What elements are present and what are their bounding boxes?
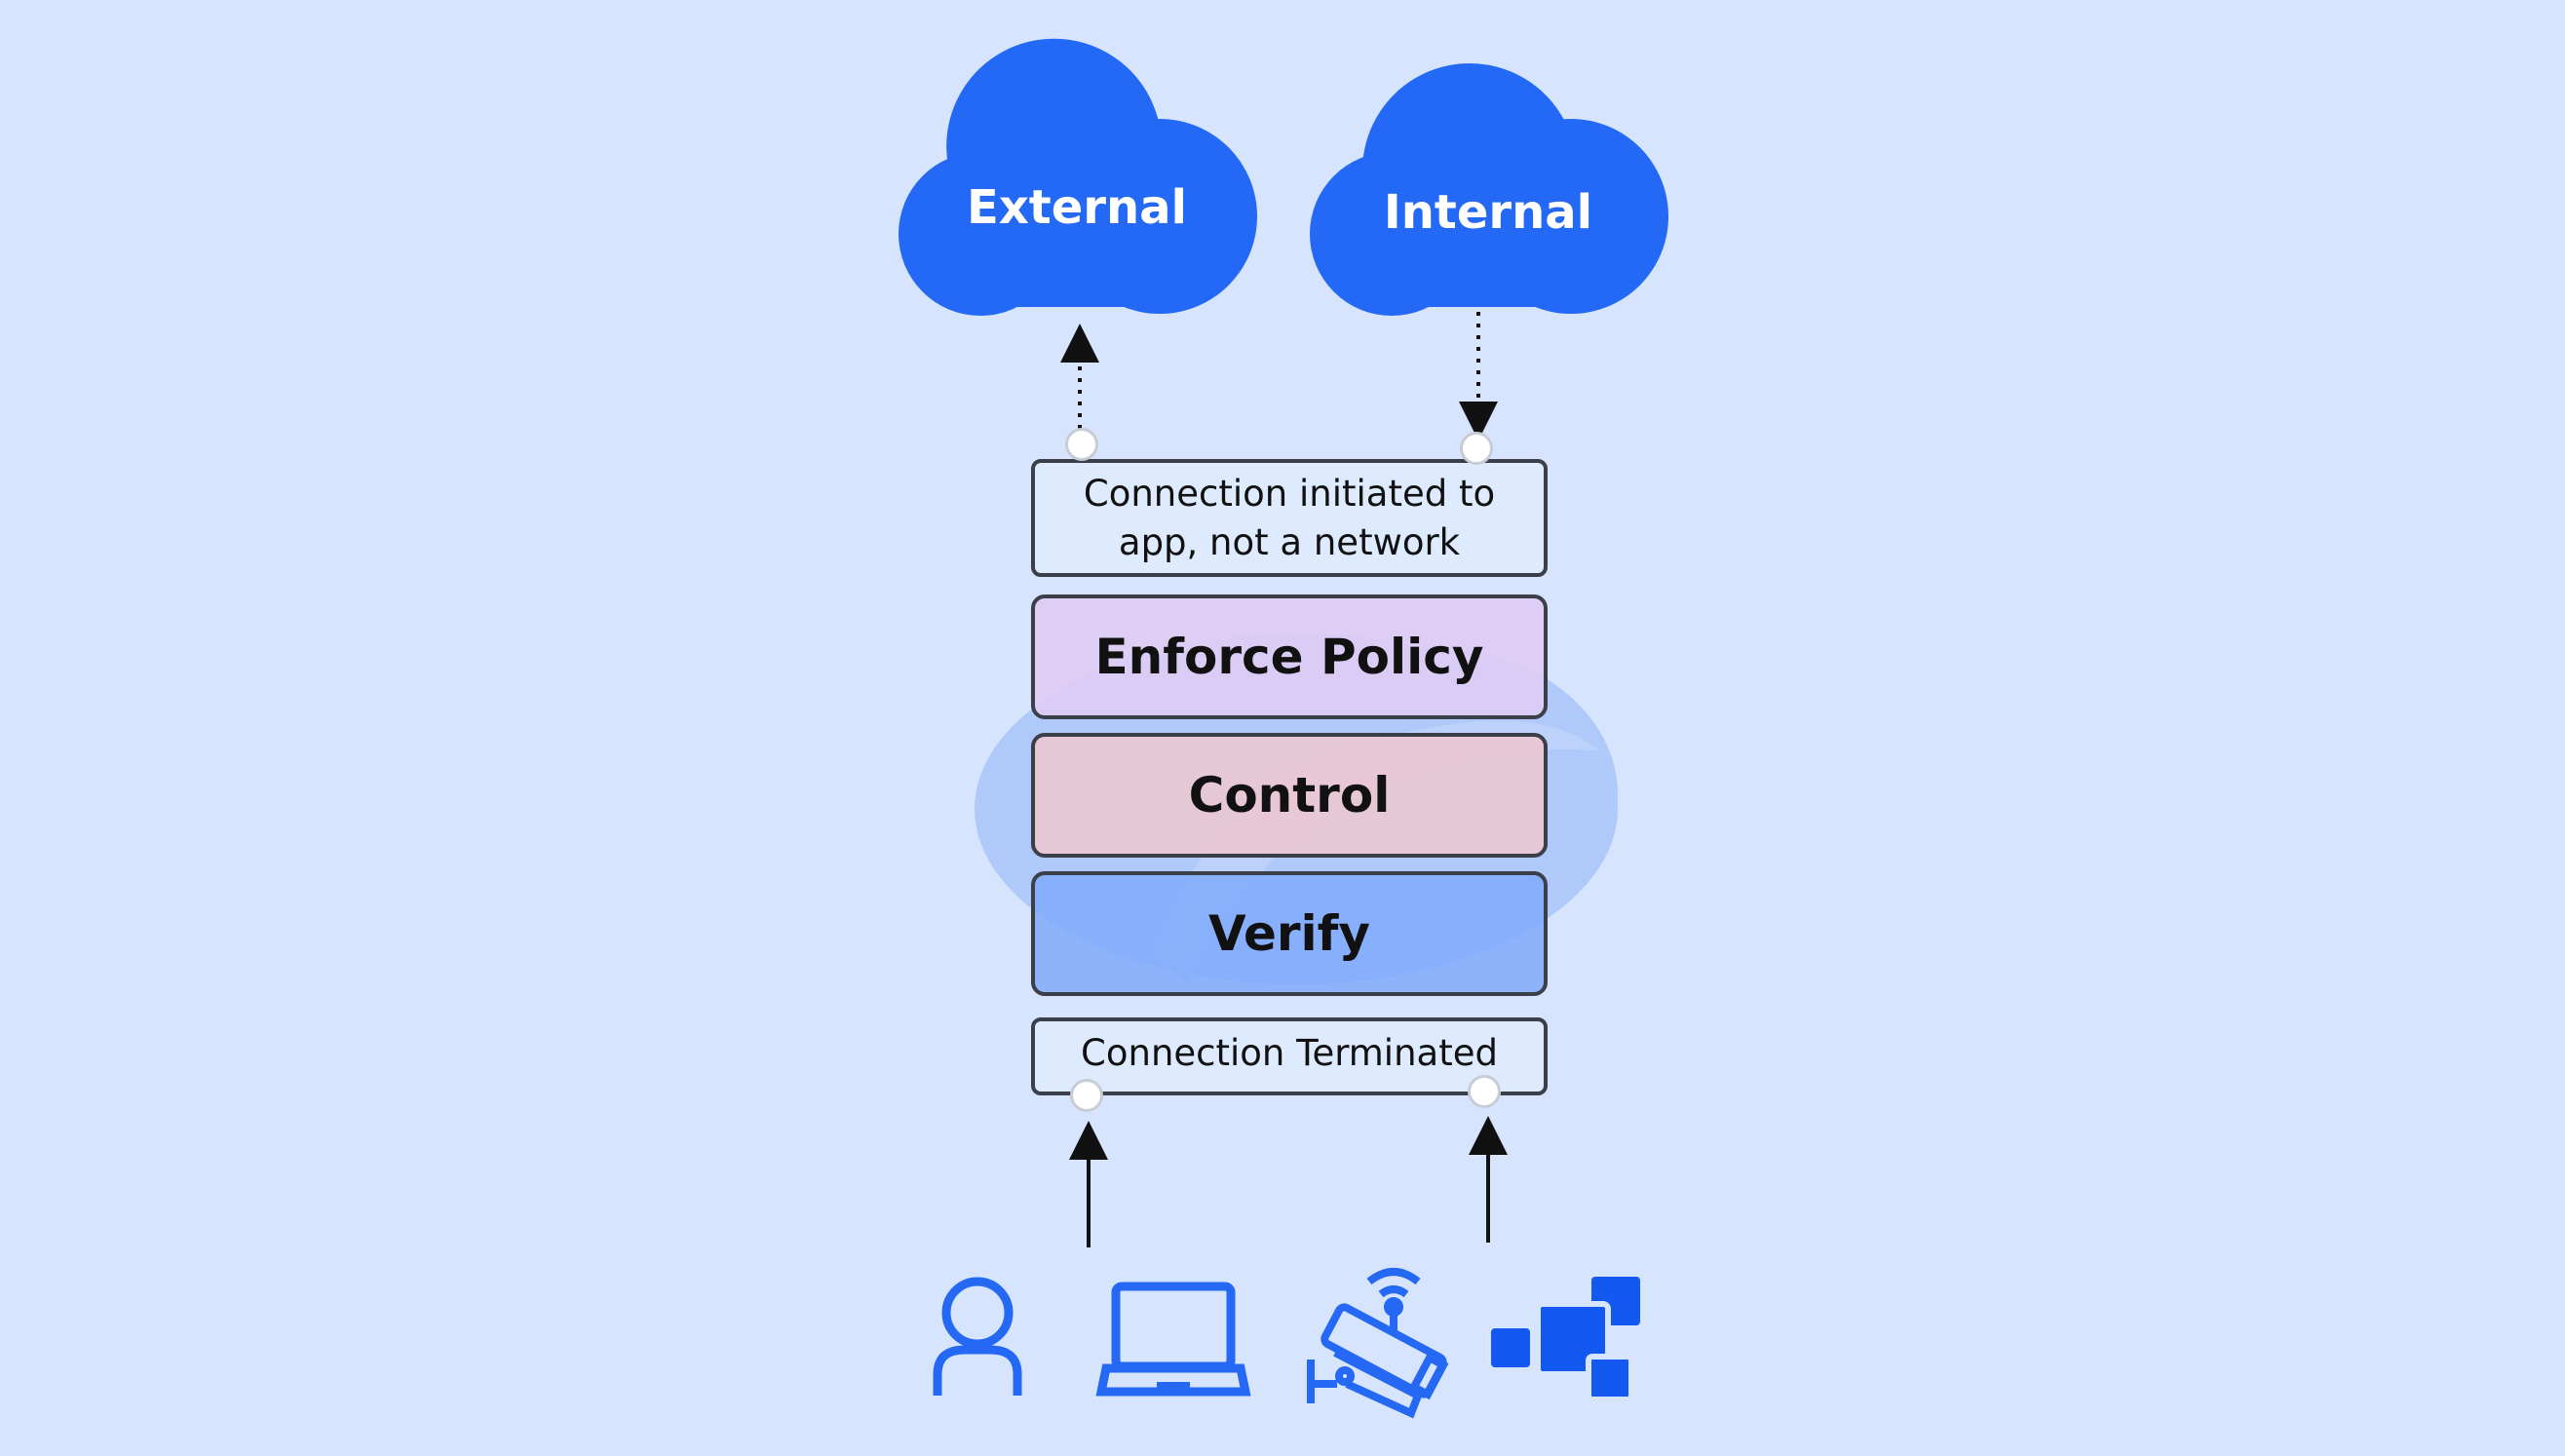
- laptop-icon: [1095, 1282, 1251, 1397]
- connector-node-bottom-left: [1070, 1079, 1103, 1112]
- enforce-policy-label: Enforce Policy: [1094, 629, 1484, 685]
- connection-initiated-text: Connection initiated to app, not a netwo…: [1083, 472, 1496, 563]
- internal-cloud-label: Internal: [1383, 185, 1593, 240]
- external-cloud-label: External: [967, 180, 1187, 235]
- connection-terminated-box: Connection Terminated: [1031, 1017, 1548, 1095]
- control-label: Control: [1188, 767, 1391, 824]
- internal-cloud-icon: [1310, 63, 1668, 316]
- apps-icon: [1491, 1277, 1640, 1402]
- connector-node-top-right: [1460, 432, 1493, 465]
- user-icon: [933, 1277, 1022, 1396]
- connector-node-bottom-right: [1468, 1075, 1501, 1108]
- connection-initiated-box: Connection initiated to app, not a netwo…: [1031, 459, 1548, 577]
- external-cloud-icon: [899, 38, 1257, 316]
- verify-label: Verify: [1207, 905, 1370, 962]
- verify-layer: Verify: [1031, 871, 1548, 996]
- cctv-camera-icon: [1307, 1268, 1449, 1419]
- control-layer: Control: [1031, 733, 1548, 858]
- enforce-policy-layer: Enforce Policy: [1031, 594, 1548, 719]
- connection-terminated-text: Connection Terminated: [1081, 1032, 1498, 1074]
- connector-node-top-left: [1065, 428, 1098, 461]
